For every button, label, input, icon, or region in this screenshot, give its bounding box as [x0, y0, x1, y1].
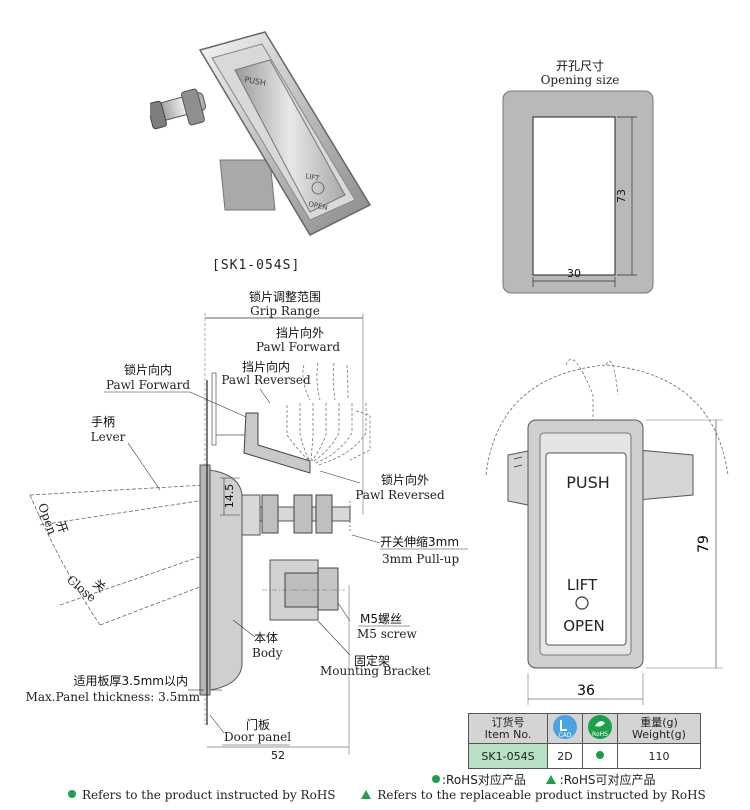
door-panel-en: Door panel — [224, 730, 291, 744]
spec-weight-header: 重量(g) Weight(g) — [617, 713, 701, 744]
front-height: 79 — [696, 535, 712, 553]
open-en: Open — [35, 501, 59, 536]
spec-cad-header: CAD — [547, 713, 583, 744]
front-keyhole-icon — [575, 596, 589, 610]
spec-table: 订货号 Item No. CAD RoHS 重量(g) Weight(g) SK… — [468, 713, 701, 769]
photo-keyhole-icon — [311, 181, 325, 195]
legend-en-dot-icon — [68, 790, 76, 798]
pawl-forward-top-cn: 挡片向外 — [276, 325, 324, 340]
opening-cutout — [532, 116, 616, 276]
cad-icon: CAD — [553, 715, 577, 739]
spec-item-header-en: Item No. — [484, 727, 532, 741]
opening-size-diagram: 开孔尺寸 Opening size 73 30 — [502, 59, 654, 294]
spec-header-row: 订货号 Item No. CAD RoHS 重量(g) Weight(g) — [468, 713, 701, 744]
spec-rohs-header: RoHS — [582, 713, 618, 744]
legend-cn-dot-icon — [432, 775, 440, 783]
open-cn: 开 — [53, 519, 70, 535]
product-photo: PUSH LIFT OPEN — [150, 31, 372, 236]
rohs-dot-icon — [596, 750, 604, 759]
side-view-diagram: 锁片调整范围 Grip Range 挡片向外 Pawl Forward 挡片向内… — [26, 289, 468, 762]
grip-range-cn: 锁片调整范围 — [249, 289, 321, 304]
front-view-diagram: PUSH LIFT OPEN 79 36 — [485, 359, 729, 705]
body-en: Body — [252, 646, 283, 660]
pawl-reversed-right-en: Pawl Reversed — [355, 488, 445, 502]
m5-cn: M5螺丝 — [360, 612, 402, 626]
dim-52: 52 — [271, 749, 285, 762]
pawl-solid — [243, 412, 311, 474]
nut-1 — [261, 494, 279, 534]
front-lift-text: LIFT — [567, 576, 598, 594]
photo-open-text: OPEN — [308, 200, 329, 212]
front-open-text: OPEN — [563, 617, 605, 635]
rohs-label: RoHS — [592, 731, 608, 738]
rohs-icon: RoHS — [588, 715, 612, 739]
cad-label: CAD — [559, 732, 572, 739]
close-en: Close — [64, 573, 99, 605]
bracket-en: Mounting Bracket — [320, 664, 431, 678]
nut-3 — [315, 494, 333, 534]
latch-body — [209, 469, 243, 691]
grip-range-en: Grip Range — [250, 304, 320, 318]
front-push-text: PUSH — [566, 473, 610, 492]
opening-height: 73 — [615, 189, 628, 203]
pawl-positions-dashed — [286, 362, 371, 466]
spec-weight-value: 110 — [617, 743, 701, 769]
dim-14-5: 14.5 — [223, 484, 236, 509]
lever-en: Lever — [91, 430, 126, 444]
door-panel-cn: 门板 — [246, 717, 270, 732]
legend-cn-rohs: :RoHS对应产品 — [442, 773, 526, 787]
legend-en-triangle-icon — [361, 790, 372, 799]
spec-item-header-cn: 订货号 — [491, 715, 525, 729]
spec-rohs-value — [582, 743, 618, 769]
pawl-reversed-top-cn: 挡片向内 — [242, 359, 290, 374]
spec-item-no: SK1-054S — [468, 743, 548, 769]
pawl-reversed-top-en: Pawl Reversed — [221, 373, 311, 387]
legend-en-rohs: Refers to the product instructed by RoHS — [82, 788, 336, 802]
legend-cn-replaceable: :RoHS可对应产品 — [559, 773, 656, 787]
front-width: 36 — [577, 683, 595, 699]
legend-en-replaceable: Refers to the replaceable product instru… — [377, 788, 706, 802]
nut-2 — [293, 494, 313, 534]
pawl-forward-left-cn: 锁片向内 — [124, 362, 172, 377]
m5-en: M5 screw — [357, 627, 417, 641]
spec-weight-header-cn: 重量(g) — [640, 715, 678, 729]
pullup-cn: 开关伸缩3mm — [380, 534, 459, 549]
opening-width: 30 — [567, 267, 581, 280]
lever-cn: 手柄 — [91, 415, 115, 429]
photo-push-text: PUSH — [244, 75, 267, 88]
spec-weight-header-en: Weight(g) — [632, 727, 686, 741]
model-caption: [SK1-054S] — [212, 258, 301, 273]
spec-cad-value: 2D — [547, 743, 583, 769]
opening-size-title-en: Opening size — [541, 73, 620, 87]
pullup-en: 3mm Pull-up — [382, 552, 459, 566]
lever-arc-dashed — [485, 364, 729, 476]
pawl-right — [637, 449, 694, 501]
front-handle — [545, 452, 627, 646]
body-flange — [199, 464, 211, 696]
legend-en: Refers to the product instructed by RoHS… — [68, 788, 706, 802]
m5-screw — [317, 567, 339, 611]
pawl-forward-left-en: Pawl Forward — [106, 378, 190, 392]
pawl-forward-top-en: Pawl Forward — [256, 340, 340, 354]
spec-value-row: SK1-054S 2D 110 — [468, 743, 701, 769]
pawl-left — [507, 450, 529, 506]
panel-thickness-en: Max.Panel thickness: 3.5mm — [26, 690, 201, 704]
spec-item-header: 订货号 Item No. — [468, 713, 548, 744]
opening-size-title-cn: 开孔尺寸 — [556, 59, 604, 73]
pawl-reversed-right-cn: 锁片向外 — [381, 472, 429, 487]
lever-swing-dashed — [29, 484, 206, 626]
body-cn: 本体 — [254, 631, 278, 645]
legend-cn-triangle-icon — [545, 775, 556, 784]
legend-cn: :RoHS对应产品 :RoHS可对应产品 — [432, 771, 655, 788]
panel-thickness-cn: 适用板厚3.5mm以内 — [74, 674, 188, 688]
photo-lift-text: LIFT — [305, 172, 321, 183]
bracket-cn: 固定架 — [354, 653, 390, 668]
